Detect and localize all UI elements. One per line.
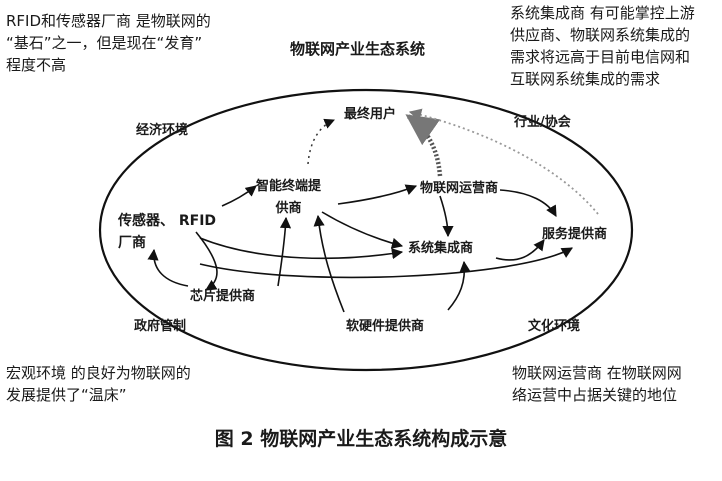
node-system-integrator: 系统集成商 bbox=[408, 241, 474, 256]
arrow-operator-to-service bbox=[499, 189, 557, 217]
arrow-sensor-to-integrator bbox=[199, 237, 404, 260]
arrow-terminal-to-integrator bbox=[321, 211, 404, 249]
env-industry: 行业/协会 bbox=[514, 115, 571, 130]
env-government: 政府管制 bbox=[134, 319, 187, 334]
node-sensor-rfid: 传感器、 RFID 厂商 bbox=[118, 213, 217, 251]
arrow-chip-to-sensor bbox=[147, 248, 189, 287]
node-chip-provider: 芯片提供商 bbox=[190, 289, 256, 304]
node-service-provider: 服务提供商 bbox=[542, 227, 608, 242]
arrow-software-to-integrator bbox=[447, 260, 471, 311]
note-bottom-right: 物联网运营商 在物联网网 络运营中占据关键的地位 bbox=[512, 364, 682, 404]
arrow-operator-to-enduser bbox=[405, 114, 443, 177]
ecosystem-boundary bbox=[98, 88, 634, 372]
diagram-title: 物联网产业生态系统 bbox=[290, 40, 426, 58]
node-smart-terminal: 智能终端提 供商 bbox=[256, 179, 322, 216]
arrow-sensor-to-terminal bbox=[221, 185, 257, 207]
arrow-sensor-to-chip bbox=[195, 231, 218, 291]
arrow-operator-to-integrator bbox=[439, 195, 454, 238]
env-economic: 经济环境 bbox=[136, 123, 189, 138]
node-software-hardware: 软硬件提供商 bbox=[346, 319, 425, 334]
arrow-software-to-terminal bbox=[313, 214, 345, 313]
arrow-terminal-to-enduser bbox=[307, 118, 335, 165]
arrow-terminal-to-operator bbox=[337, 184, 418, 205]
figure-caption: 图 2 物联网产业生态系统构成示意 bbox=[214, 428, 508, 450]
arrow-chip-to-service bbox=[199, 247, 573, 279]
node-iot-operator: 物联网运营商 bbox=[420, 181, 499, 196]
arrow-integrator-to-service bbox=[495, 239, 545, 261]
note-bottom-left: 宏观环境 的良好为物联网的 发展提供了“温床” bbox=[6, 364, 191, 404]
env-culture: 文化环境 bbox=[528, 319, 581, 334]
arrow-chip-to-terminal bbox=[277, 216, 292, 287]
node-end-user: 最终用户 bbox=[344, 107, 397, 122]
note-top-right: 系统集成商 有可能掌控上游 供应商、物联网系统集成的 需求将远高于目前电信网和 … bbox=[510, 4, 695, 88]
note-top-left: RFID和传感器厂商 是物联网的 “基石”之一，但是现在“发育” 程度不高 bbox=[6, 12, 211, 74]
